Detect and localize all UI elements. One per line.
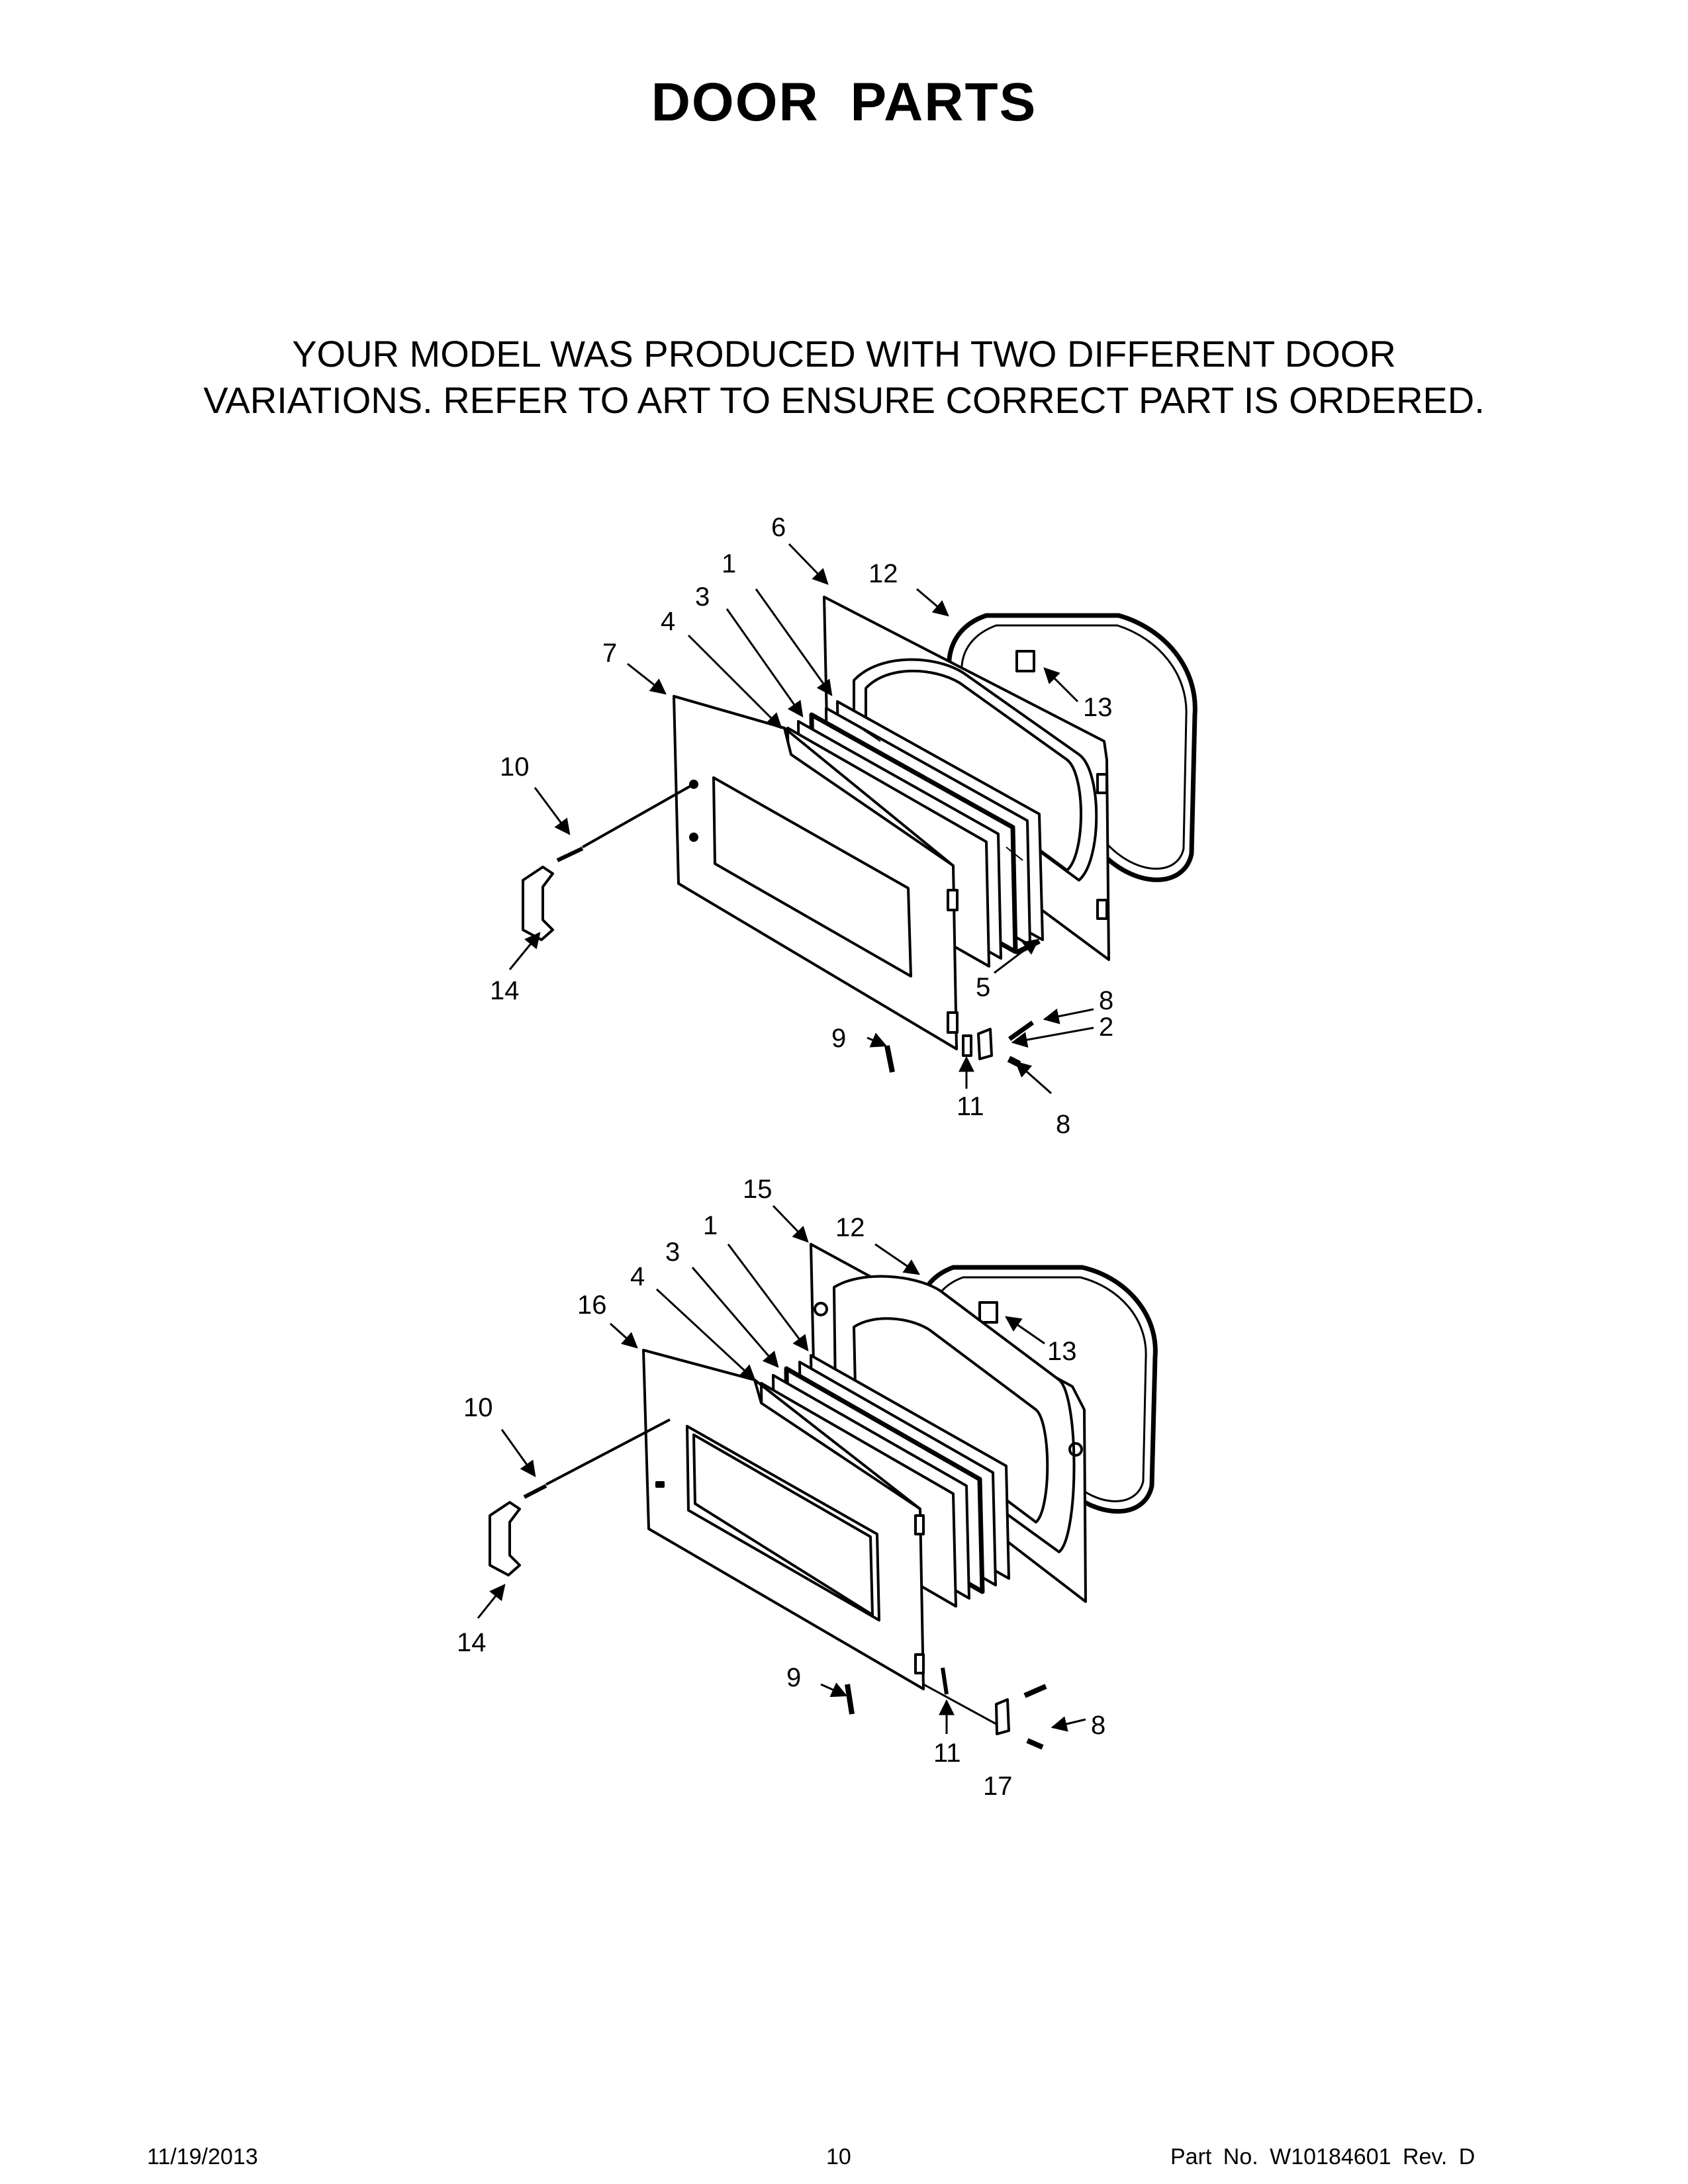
callout-4: 4 bbox=[661, 607, 675, 636]
footer-date: 11/19/2013 bbox=[147, 2144, 258, 2169]
callout-13-bottom: 13 bbox=[1047, 1337, 1077, 1366]
top-callout-labels: 6 1 12 3 4 7 13 10 14 5 8 2 9 11 8 bbox=[490, 513, 1113, 1139]
door-handle-bottom bbox=[489, 1501, 521, 1576]
callout-10: 10 bbox=[500, 752, 530, 782]
gasket-clip-bottom bbox=[978, 1301, 998, 1324]
page-title: DOOR PARTS bbox=[651, 72, 1037, 132]
callout-9-bottom: 9 bbox=[786, 1663, 801, 1692]
door-gasket-top bbox=[947, 613, 1197, 882]
notice-line-2: VARIATIONS. REFER TO ART TO ENSURE CORRE… bbox=[203, 379, 1485, 421]
gasket-clip-top bbox=[1015, 650, 1035, 672]
footer-page-number: 10 bbox=[826, 2144, 851, 2169]
oven-window-top bbox=[712, 776, 912, 978]
callout-14: 14 bbox=[490, 976, 520, 1005]
top-callout-arrows bbox=[508, 543, 1094, 1095]
callout-11: 11 bbox=[957, 1092, 984, 1121]
bottom-callout-arrows bbox=[477, 1205, 1086, 1734]
callout-3: 3 bbox=[695, 582, 710, 612]
callout-3-bottom: 3 bbox=[665, 1238, 680, 1267]
callout-9: 9 bbox=[831, 1024, 846, 1053]
callout-11-bottom: 11 bbox=[933, 1739, 961, 1768]
oven-window-bottom bbox=[686, 1425, 880, 1621]
bottom-door-diagram bbox=[489, 1243, 1158, 1750]
callout-8: 8 bbox=[1099, 986, 1113, 1015]
callout-7: 7 bbox=[602, 639, 617, 668]
variation-notice: YOUR MODEL WAS PRODUCED WITH TWO DIFFERE… bbox=[0, 331, 1688, 424]
notice-line-1: YOUR MODEL WAS PRODUCED WITH TWO DIFFERE… bbox=[292, 333, 1396, 375]
footer-part-number: Part No. W10184601 Rev. D bbox=[1170, 2144, 1476, 2169]
callout-14-bottom: 14 bbox=[457, 1628, 487, 1657]
callout-17: 17 bbox=[983, 1772, 1013, 1801]
callout-8b: 8 bbox=[1056, 1110, 1070, 1139]
callout-15: 15 bbox=[743, 1175, 773, 1204]
callout-2: 2 bbox=[1099, 1013, 1113, 1042]
callout-13: 13 bbox=[1083, 693, 1113, 722]
callout-4-bottom: 4 bbox=[630, 1262, 645, 1291]
door-handle-top bbox=[522, 866, 554, 941]
callout-12: 12 bbox=[868, 559, 898, 588]
callout-5: 5 bbox=[976, 973, 990, 1002]
callout-12-bottom: 12 bbox=[835, 1213, 865, 1242]
callout-10-bottom: 10 bbox=[463, 1393, 493, 1422]
callout-1-bottom: 1 bbox=[703, 1211, 718, 1240]
callout-8-bottom: 8 bbox=[1091, 1711, 1105, 1740]
top-door-diagram bbox=[522, 596, 1197, 1073]
handle-screw-top bbox=[556, 846, 584, 862]
bottom-callout-labels: 15 1 12 3 4 16 13 10 14 9 8 11 17 bbox=[457, 1175, 1105, 1801]
callout-1: 1 bbox=[722, 549, 736, 578]
callout-6: 6 bbox=[771, 513, 786, 542]
callout-16: 16 bbox=[577, 1291, 607, 1320]
handle-screw-bottom bbox=[523, 1484, 547, 1499]
